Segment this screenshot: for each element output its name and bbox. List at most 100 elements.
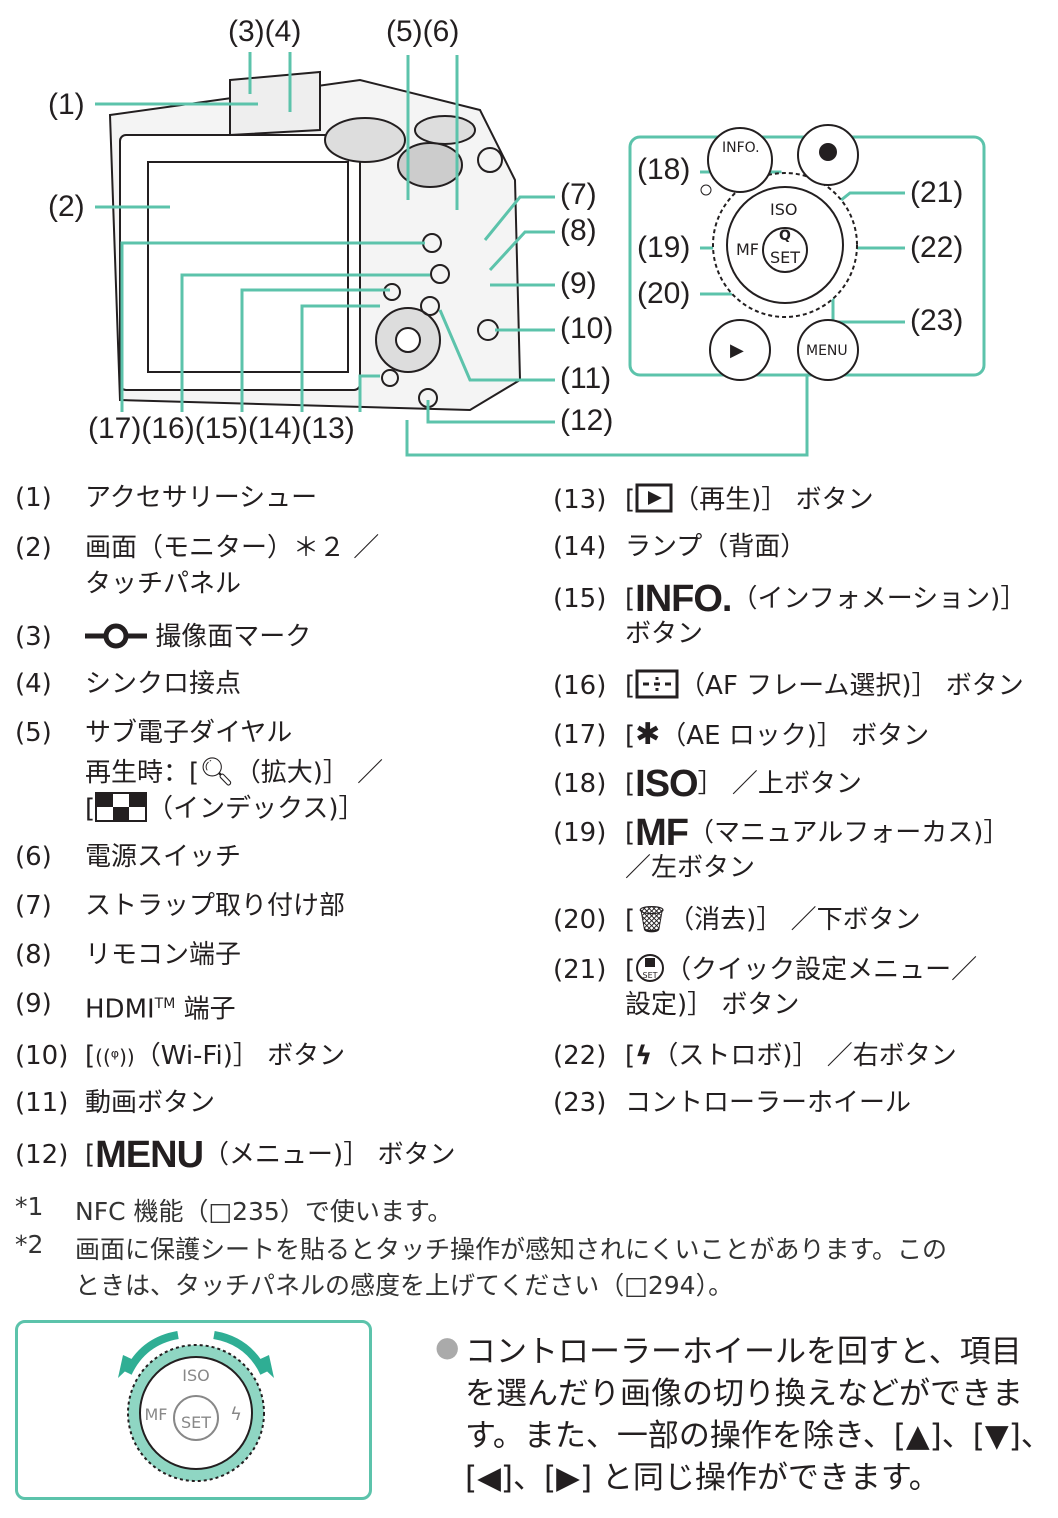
callout-lines [95, 52, 986, 457]
item-number: (5) [15, 718, 52, 748]
callout-18: (18) [637, 153, 691, 186]
callout-10: (10) [560, 312, 614, 345]
item-label: [ [625, 905, 636, 935]
item-label: 設定)］ ボタン [625, 990, 800, 1020]
callout-19: (19) [637, 231, 691, 264]
item-label: [ [625, 584, 636, 614]
bullet-text: [◀]、[▶] と同じ操作ができます。 [465, 1460, 940, 1496]
item-label: [ [85, 1041, 96, 1071]
item-label: [ [625, 721, 636, 751]
item-number: (17) [553, 720, 607, 750]
item-label: （インフォメーション)］ [731, 584, 1027, 614]
menu-icon: MENU [95, 1134, 204, 1176]
footnote-mark: *2 [15, 1230, 44, 1259]
callout-5-6: (5)(6) [386, 15, 460, 48]
item-label: （マニュアルフォーカス)］ [688, 818, 1010, 848]
af-frame-icon [635, 669, 679, 699]
item-number: (10) [15, 1041, 69, 1071]
callout-3-4: (3)(4) [228, 15, 302, 48]
camera-back-diagram [95, 52, 986, 457]
item-number: (20) [553, 905, 607, 935]
item-label: （消去)］ ／下ボタン [668, 905, 921, 935]
callout-17-13: (17)(16)(15)(14)(13) [88, 412, 355, 445]
item-number: (3) [15, 622, 52, 652]
item-label: （メニュー)］ ボタン [203, 1140, 456, 1170]
mf-icon: MF [635, 812, 689, 854]
item-label: （ストロボ)］ ／右ボタン [652, 1041, 957, 1071]
menu-button-label[interactable]: MENU [806, 343, 848, 359]
item-label: シンクロ接点 [85, 669, 242, 699]
item-label: （インデックス)］ [147, 794, 365, 824]
item-label: （AF フレーム選択)］ ボタン [679, 671, 1024, 701]
item-label: 端子 [175, 994, 236, 1025]
callout-7: (7) [560, 178, 597, 211]
item-number: (2) [15, 533, 52, 563]
footnote-text: ときは、タッチパネルの感度を上げてください（□294）。 [75, 1271, 734, 1300]
item-label: [ [625, 769, 636, 799]
iso-icon: ISO [635, 763, 698, 805]
item-label: 電源スイッチ [85, 842, 242, 872]
callout-21: (21) [910, 176, 964, 209]
controller-wheel-illustration-box: ISO MF SET ϟ [15, 1320, 372, 1500]
wheel-iso-label[interactable]: ISO [770, 200, 798, 219]
sensor-plane-mark-icon [85, 623, 147, 649]
svg-text:ϟ: ϟ [230, 1404, 242, 1425]
item-label: （Wi-Fi)］ ボタン [134, 1041, 346, 1071]
item-label: 画面（モニター）＊２ ／ [85, 533, 380, 563]
item-label: [ [625, 485, 636, 515]
trademark: TM [154, 996, 176, 1012]
item-number: (6) [15, 842, 52, 872]
callout-1: (1) [48, 88, 85, 121]
item-number: (16) [553, 671, 607, 701]
item-number: (21) [553, 955, 607, 985]
item-label: [ [85, 1140, 96, 1170]
info-button-label[interactable]: INFO. [722, 140, 760, 156]
item-label: [ [625, 955, 636, 985]
wheel-set-label[interactable]: SET [770, 248, 801, 267]
item-number: (12) [15, 1140, 69, 1170]
rotate-left-arrow-icon [124, 1331, 179, 1375]
wheel-q-label: Q [779, 228, 791, 244]
item-number: (23) [553, 1088, 607, 1118]
item-number: (11) [15, 1088, 69, 1118]
bullet-text: コントローラーホイールを回すと、項目 [465, 1334, 1022, 1370]
item-label: [ [85, 794, 96, 824]
callout-11: (11) [560, 362, 612, 395]
callout-12: (12) [560, 404, 614, 437]
item-label: [ [625, 671, 636, 701]
item-label: 動画ボタン [85, 1088, 216, 1118]
item-label: （再生)］ ボタン [673, 485, 874, 515]
item-number: (18) [553, 769, 607, 799]
quick-set-icon: SET [636, 954, 665, 982]
item-number: (7) [15, 891, 52, 921]
magnify-icon: 🔍︎ [199, 755, 235, 788]
item-number: (22) [553, 1041, 607, 1071]
svg-text:SET: SET [643, 971, 658, 980]
item-label: HDMI [85, 994, 155, 1025]
item-label: ／左ボタン [625, 853, 756, 883]
wheel-mf-label[interactable]: MF [736, 240, 760, 259]
item-label: アクセサリーシュー [85, 483, 318, 513]
svg-text:MF: MF [144, 1405, 167, 1424]
item-label: リモコン端子 [85, 940, 242, 970]
item-label: 再生時：[ [85, 758, 200, 788]
item-number: (1) [15, 483, 52, 513]
svg-text:ISO: ISO [182, 1366, 209, 1385]
callout-20: (20) [637, 277, 691, 310]
rotate-right-arrow-icon [213, 1331, 268, 1375]
item-label: タッチパネル [85, 569, 242, 599]
bullet-text: す。また、一部の操作を除き、[▲]、[▼]、 [465, 1418, 1052, 1454]
ae-lock-icon: ✱ [635, 717, 661, 752]
item-number: (19) [553, 818, 607, 848]
item-label: （拡大)］ ／ [234, 758, 384, 788]
callout-2: (2) [48, 190, 85, 223]
svg-text:SET: SET [181, 1413, 211, 1432]
callout-22: (22) [910, 231, 964, 264]
item-label: 撮像面マーク [155, 622, 312, 652]
item-label: （AE ロック)］ ボタン [660, 721, 930, 751]
controller-wheel-inset [700, 124, 859, 381]
item-number: (4) [15, 669, 52, 699]
item-label: ボタン [625, 619, 704, 649]
item-number: (15) [553, 584, 607, 614]
play-button-icon[interactable]: ▶ [730, 340, 744, 361]
